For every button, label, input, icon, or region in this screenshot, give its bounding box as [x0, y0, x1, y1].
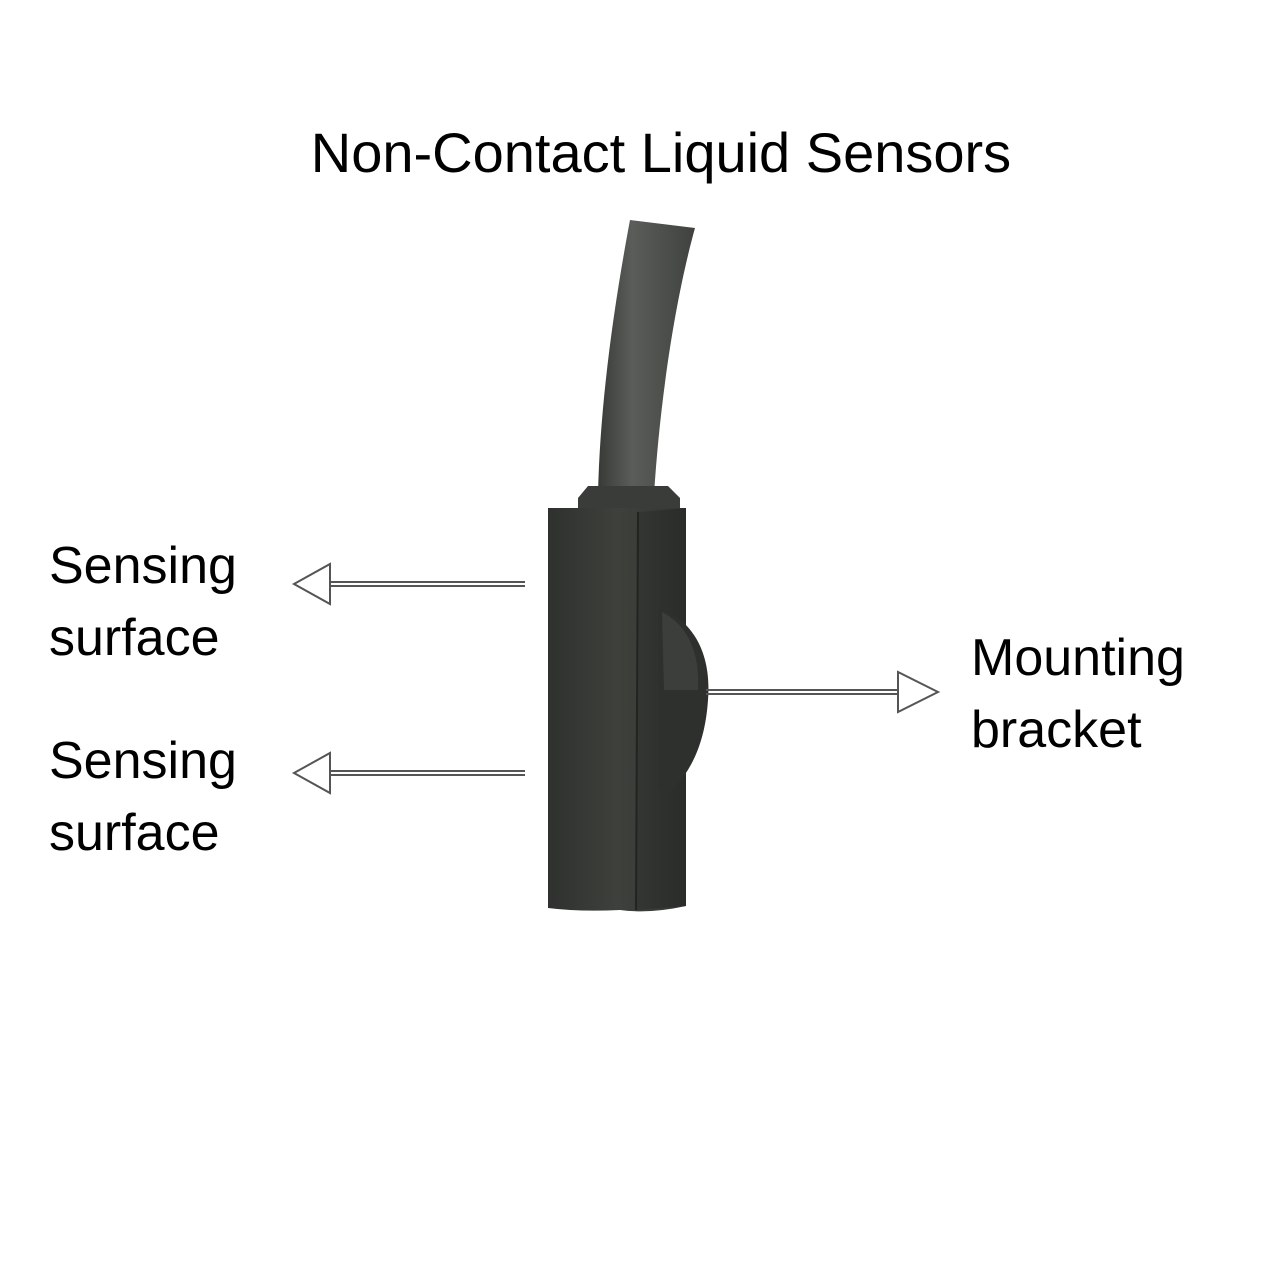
- label-sensing-surface-bottom-line2: surface: [49, 804, 220, 862]
- arrow-mounting-bracket: [706, 670, 941, 714]
- mounting-bracket-highlight: [662, 612, 699, 690]
- label-sensing-surface-top-line1: Sensing: [49, 537, 237, 595]
- label-sensing-surface-bottom-line1: Sensing: [49, 732, 237, 790]
- label-mounting-bracket-line1: Mounting: [971, 629, 1185, 687]
- sensor-cable: [598, 220, 695, 495]
- label-sensing-surface-bottom: Sensing surface: [49, 725, 237, 869]
- label-sensing-surface-top: Sensing surface: [49, 530, 237, 674]
- label-mounting-bracket-line2: bracket: [971, 701, 1142, 759]
- label-sensing-surface-top-line2: surface: [49, 609, 220, 667]
- arrow-sensing-surface-bottom: [291, 751, 525, 795]
- label-mounting-bracket: Mounting bracket: [971, 622, 1185, 766]
- sensor-collar: [578, 486, 680, 510]
- diagram-title: Non-Contact Liquid Sensors: [310, 121, 1012, 184]
- arrow-sensing-surface-top: [291, 562, 525, 606]
- sensor-seam: [635, 511, 639, 911]
